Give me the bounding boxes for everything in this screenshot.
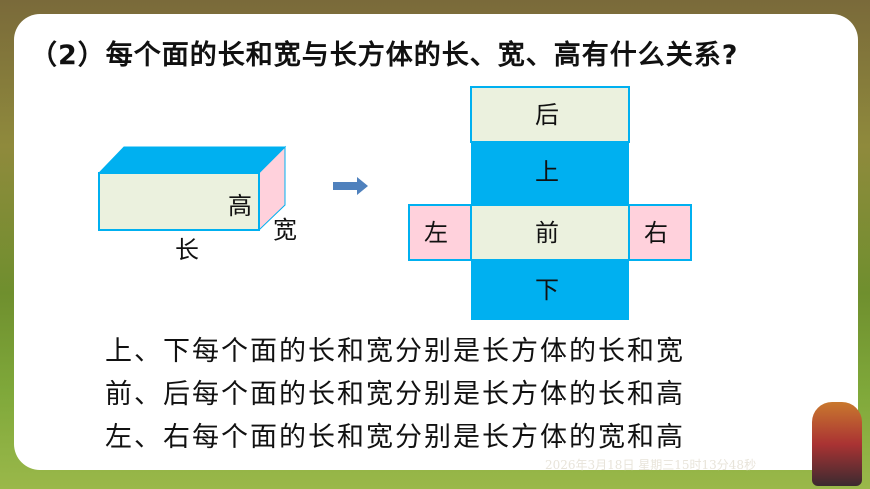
- net-top-label: 上: [535, 158, 559, 186]
- width-label: 宽: [273, 216, 297, 244]
- length-label: 长: [175, 236, 199, 264]
- answer-line-3: 左、右每个面的长和宽分别是长方体的宽和高: [105, 422, 685, 453]
- cartoon-character: [812, 402, 862, 486]
- net-left: [408, 204, 472, 261]
- timestamp-watermark: 2026年3月18日 星期三15时13分48秒: [545, 458, 757, 472]
- answer-line-1: 上、下每个面的长和宽分别是长方体的长和宽: [105, 336, 685, 367]
- net-bottom: [471, 260, 629, 320]
- net-right-label: 右: [644, 219, 668, 247]
- net-front-label: 前: [535, 219, 559, 247]
- cuboid-front-face: [98, 172, 260, 231]
- net-back-label: 后: [535, 101, 559, 129]
- height-label: 高: [228, 192, 252, 220]
- question-title: （2）每个面的长和宽与长方体的长、宽、高有什么关系?: [30, 40, 739, 71]
- net-left-label: 左: [424, 219, 448, 247]
- answer-line-2: 前、后每个面的长和宽分别是长方体的长和高: [105, 379, 685, 410]
- net-front: [470, 204, 630, 261]
- net-bottom-label: 下: [535, 276, 559, 304]
- arrow-right-icon: [333, 177, 368, 195]
- net-right: [628, 204, 692, 261]
- net-back: [470, 86, 630, 143]
- net-top: [471, 142, 629, 205]
- cuboid-top-face: [97, 146, 287, 174]
